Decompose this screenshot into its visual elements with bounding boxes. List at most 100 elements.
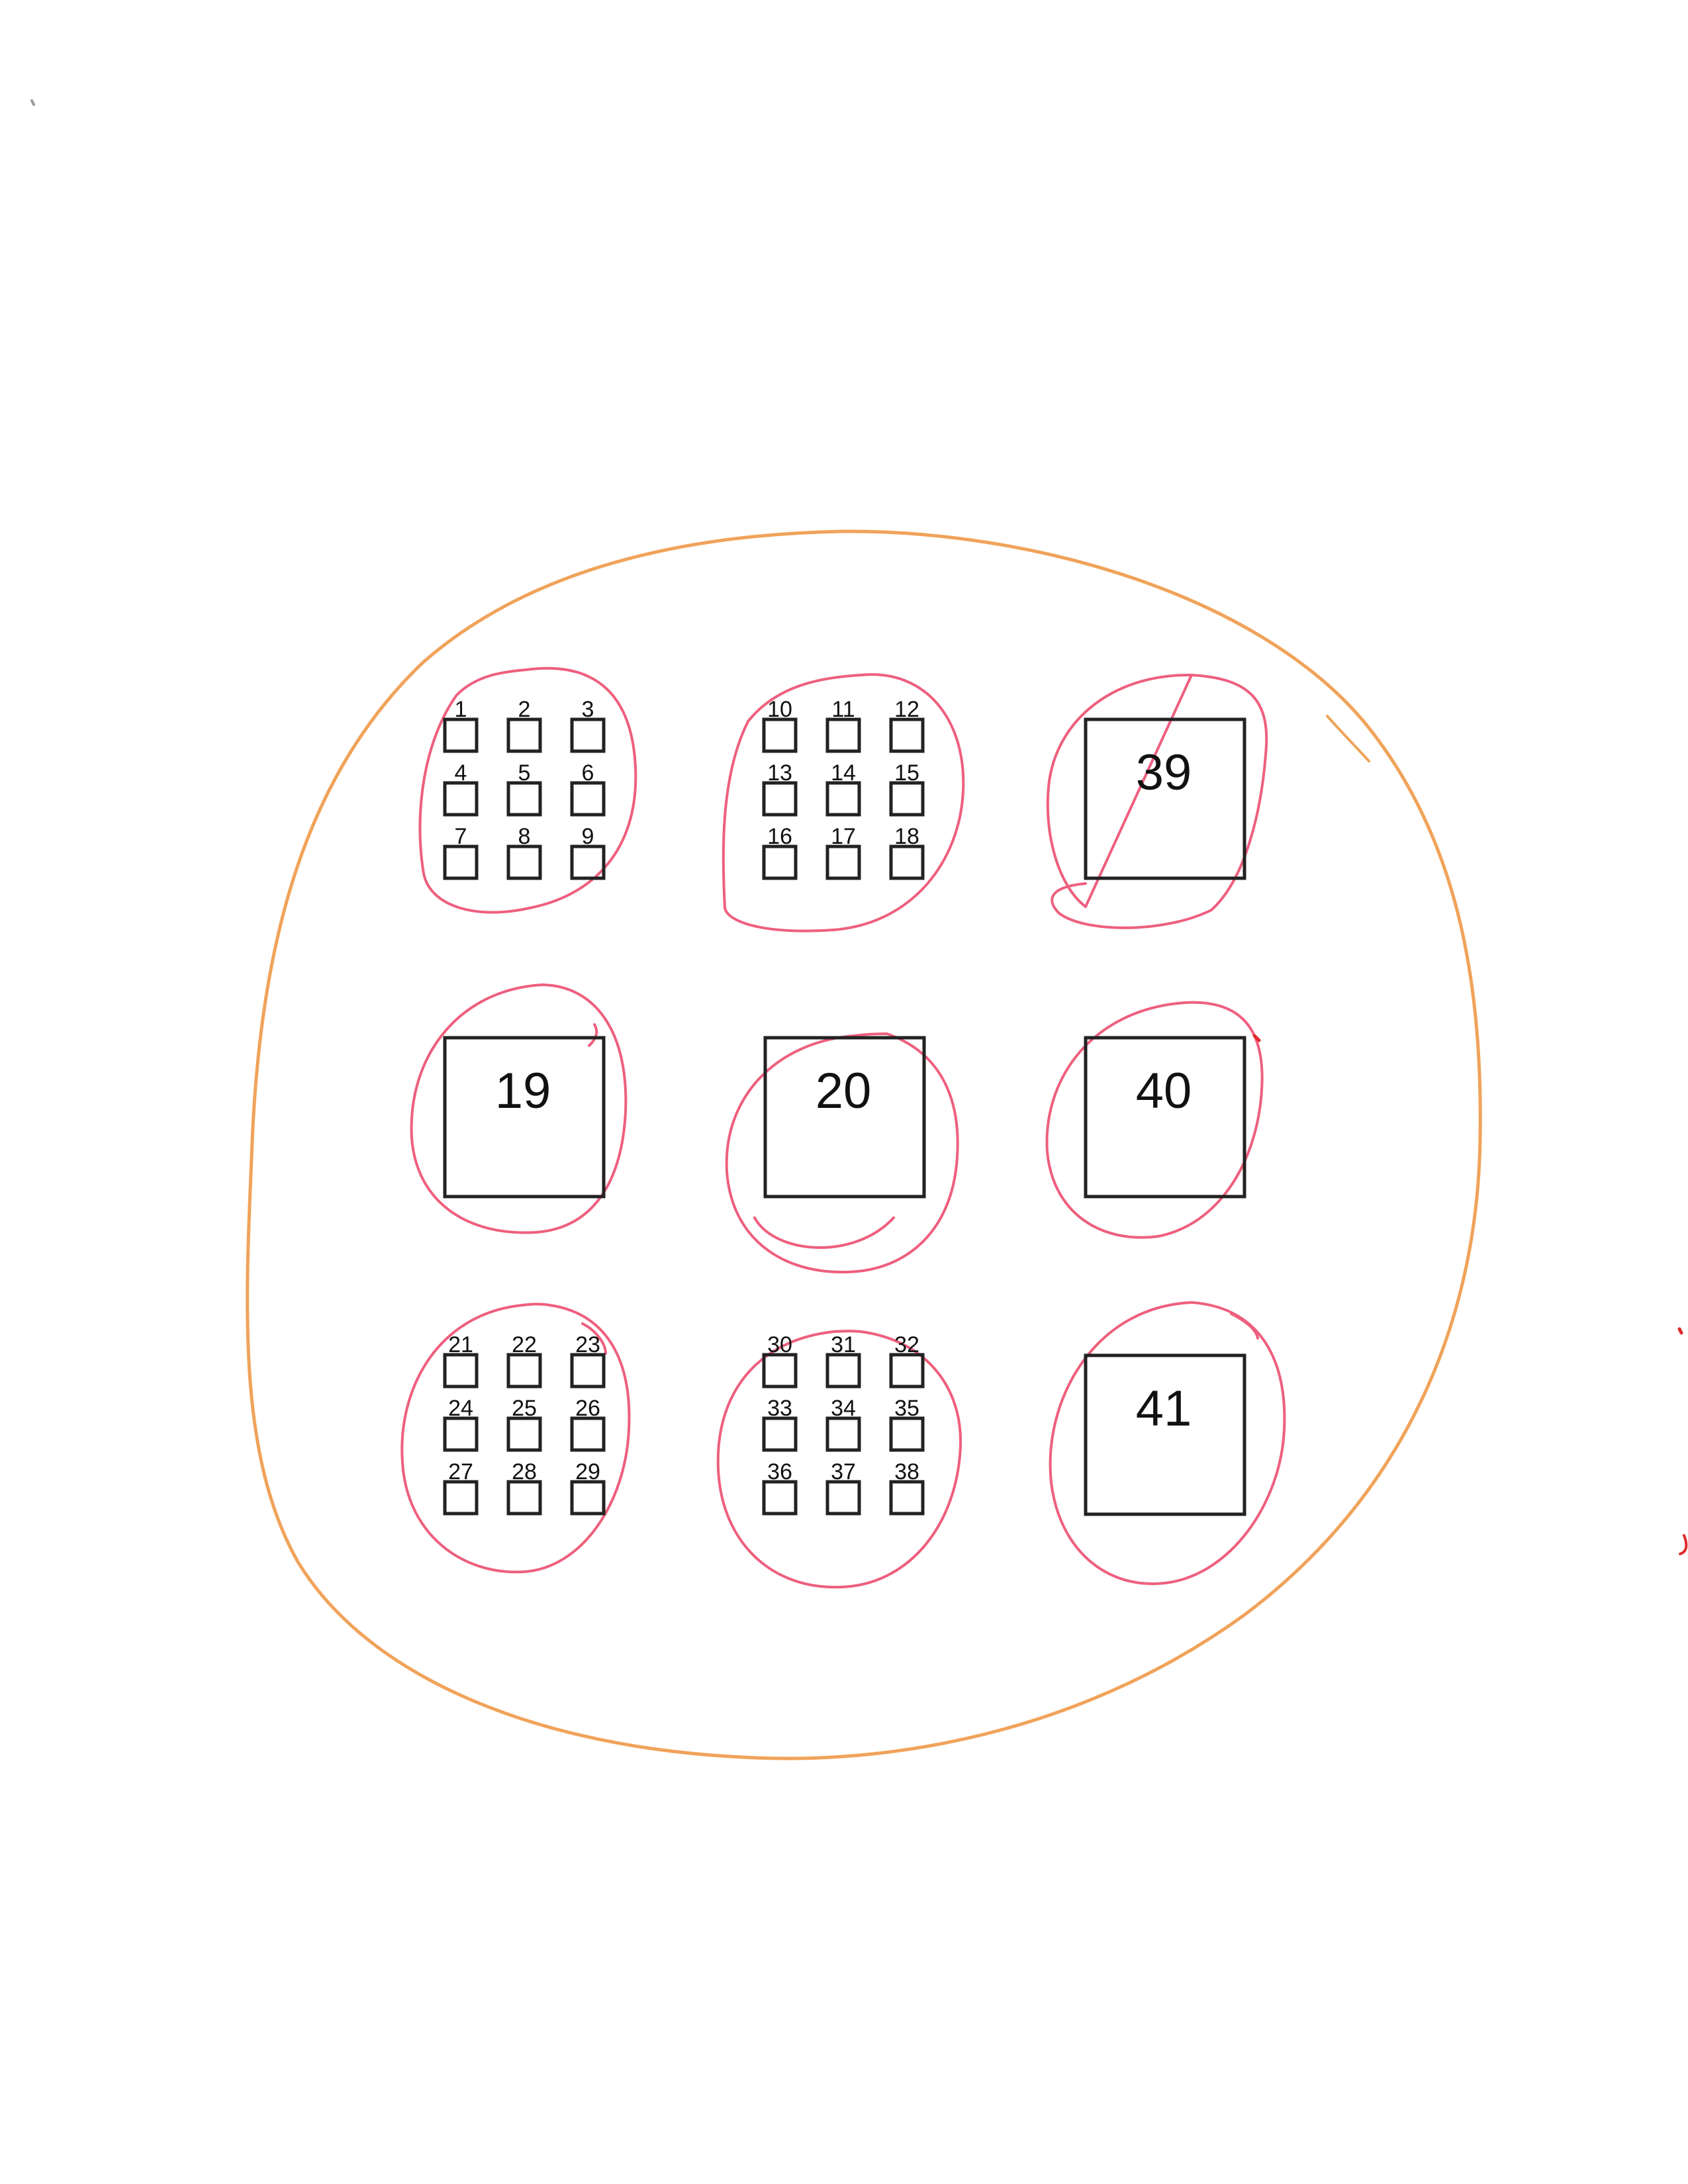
small-box-label: 1 (455, 697, 467, 722)
small-box (506, 844, 542, 880)
small-box-label: 36 (767, 1459, 792, 1484)
small-box-label: 31 (831, 1332, 856, 1357)
small-box-cell: 22 (506, 1332, 542, 1388)
small-box-cell: 23 (570, 1332, 606, 1388)
small-box-label: 11 (831, 697, 855, 722)
big-box-label: 40 (1136, 1063, 1192, 1119)
small-box-cell: 11 (825, 697, 861, 753)
small-box (443, 717, 479, 753)
small-box-label: 13 (767, 760, 792, 786)
small-box-label: 28 (512, 1459, 537, 1484)
small-box-cell: 18 (889, 824, 925, 880)
small-box (570, 1416, 606, 1452)
small-box (762, 844, 798, 880)
small-box-label: 3 (582, 697, 594, 722)
small-box-label: 5 (518, 760, 531, 786)
small-box (570, 1353, 606, 1388)
big-box (1084, 717, 1246, 880)
small-box-label: 8 (518, 824, 531, 849)
small-box-cell: 8 (506, 824, 542, 880)
small-box-label: 25 (512, 1396, 537, 1421)
small-box-label: 38 (894, 1459, 919, 1484)
small-box (825, 1416, 861, 1452)
big-box-cell: 40 (1084, 1036, 1246, 1199)
small-box (506, 717, 542, 753)
big-box-cell: 19 (443, 1036, 606, 1199)
small-box-cell: 7 (443, 824, 479, 880)
small-box-cell: 13 (762, 760, 798, 817)
small-box-cell: 5 (506, 760, 542, 817)
small-box (443, 844, 479, 880)
small-box-label: 4 (455, 760, 467, 786)
group-loop-30-38 (716, 1330, 962, 1589)
small-box-cell: 25 (506, 1396, 542, 1452)
small-box-cell: 32 (889, 1332, 925, 1388)
small-box-label: 30 (767, 1332, 792, 1357)
small-box-label: 16 (767, 824, 792, 849)
big-box-label: 20 (816, 1063, 872, 1119)
small-box-label: 34 (831, 1396, 856, 1421)
small-box (443, 1353, 479, 1388)
big-box (763, 1036, 926, 1199)
small-box-label: 32 (894, 1332, 919, 1357)
small-box (443, 1416, 479, 1452)
outer-loop-flick (1326, 715, 1370, 762)
small-box-label: 7 (455, 824, 467, 849)
small-box (443, 781, 479, 817)
small-box (889, 1416, 925, 1452)
small-box (762, 717, 798, 753)
gray-speck (30, 99, 35, 106)
small-box-label: 15 (894, 760, 919, 786)
big-box-label: 41 (1136, 1381, 1192, 1437)
group-loop-1-9 (418, 666, 637, 914)
small-box-cell: 26 (570, 1396, 606, 1452)
small-box-cell: 35 (889, 1396, 925, 1452)
small-box-label: 23 (575, 1332, 600, 1357)
small-box-cell: 30 (762, 1332, 798, 1388)
big-box-cell: 20 (763, 1036, 926, 1199)
small-box-label: 9 (582, 824, 594, 849)
small-box-label: 35 (894, 1396, 919, 1421)
small-box-cell: 1 (443, 697, 479, 753)
small-box (762, 1353, 798, 1388)
small-box-cell: 21 (443, 1332, 479, 1388)
small-box-cell: 12 (889, 697, 925, 753)
small-box-cell: 36 (762, 1459, 798, 1516)
small-box (762, 1416, 798, 1452)
group-loop-10-18 (722, 673, 965, 933)
small-box-label: 18 (894, 824, 919, 849)
small-box (506, 1480, 542, 1516)
small-box-cell: 29 (570, 1459, 606, 1516)
small-box-label: 21 (448, 1332, 473, 1357)
big-box-cell: 41 (1084, 1353, 1246, 1516)
group-loop-19 (410, 983, 628, 1234)
small-box (570, 717, 606, 753)
small-box (762, 781, 798, 817)
small-box (825, 1480, 861, 1516)
small-box-cell: 33 (762, 1396, 798, 1452)
small-box-cell: 17 (825, 824, 861, 880)
small-box (570, 1480, 606, 1516)
small-box-cell: 6 (570, 760, 606, 817)
small-box-cell: 37 (825, 1459, 861, 1516)
small-box (570, 781, 606, 817)
small-box (443, 1480, 479, 1516)
red-pen-mark (1679, 1534, 1688, 1555)
small-box-label: 22 (512, 1332, 537, 1357)
small-box (889, 781, 925, 817)
small-box (506, 781, 542, 817)
big-box-label: 19 (495, 1063, 551, 1119)
small-box-cell: 28 (506, 1459, 542, 1516)
small-box-cell: 34 (825, 1396, 861, 1452)
small-box (506, 1416, 542, 1452)
small-box-label: 14 (831, 760, 856, 786)
small-box-label: 37 (831, 1459, 856, 1484)
small-box-label: 6 (582, 760, 594, 786)
small-box (762, 1480, 798, 1516)
small-box-label: 29 (575, 1459, 600, 1484)
small-box-label: 24 (448, 1396, 473, 1421)
small-box (506, 1353, 542, 1388)
group-loop-20 (725, 1032, 959, 1274)
